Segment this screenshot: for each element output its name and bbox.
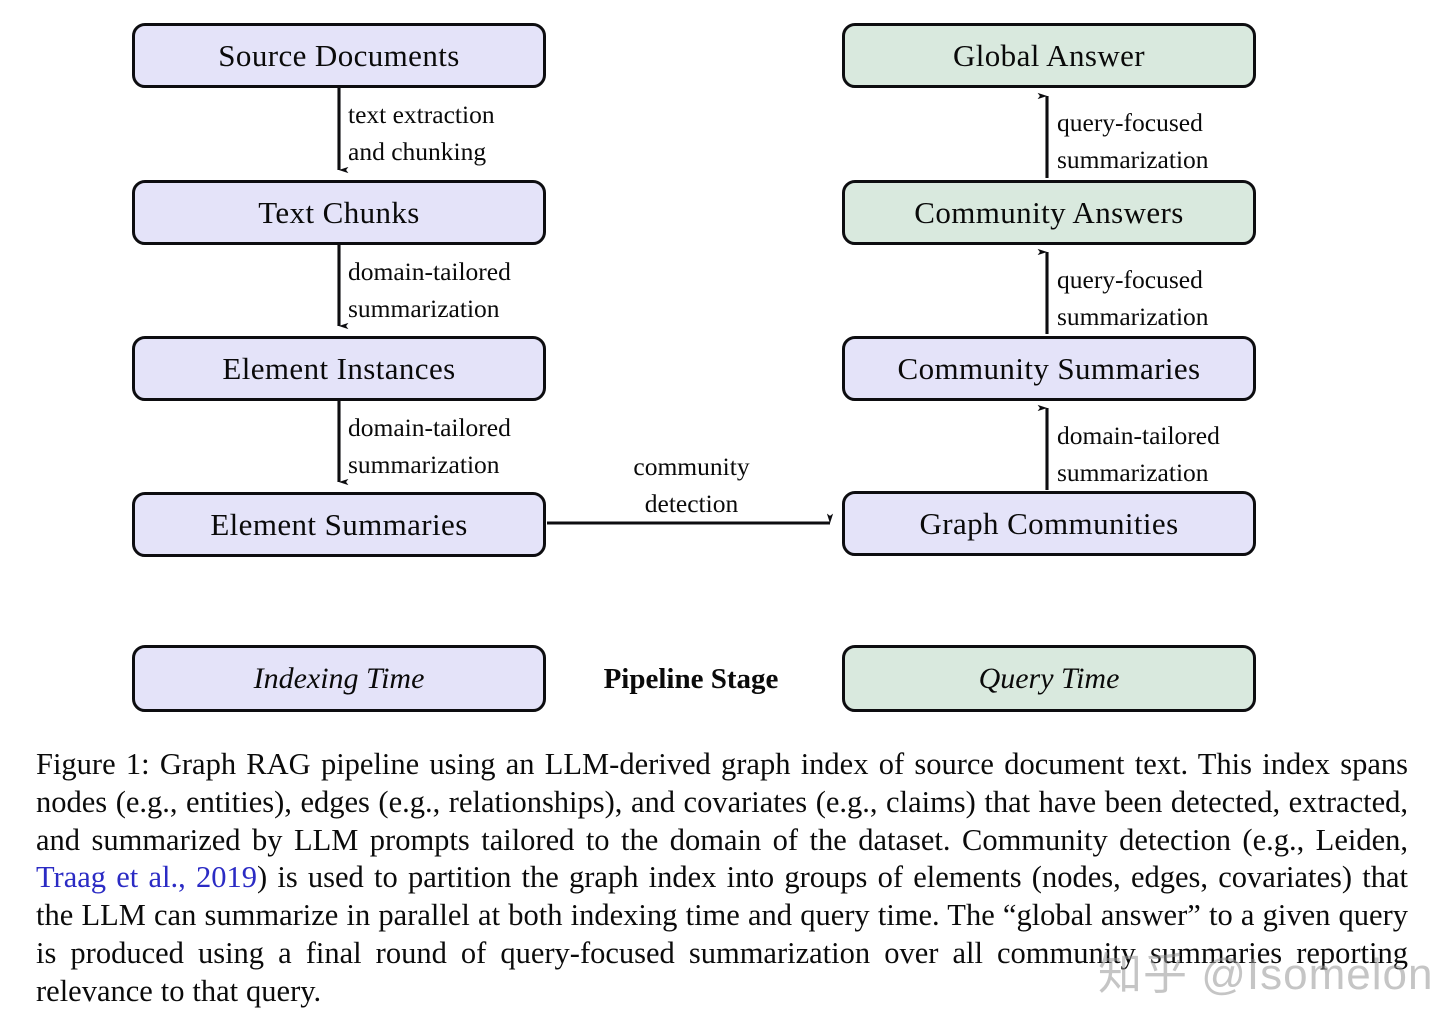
edge-label-line2: and chunking bbox=[348, 137, 487, 166]
caption-part2: ) is used to partition the graph index i… bbox=[36, 860, 1408, 1008]
citation-link-traag[interactable]: Traag et al., 2019 bbox=[36, 860, 257, 895]
edge-label-line2: summarization bbox=[1057, 145, 1209, 174]
node-label: Community Summaries bbox=[897, 351, 1201, 386]
edge-label-line2: summarization bbox=[348, 450, 500, 479]
edge-label-domain-tailored-1: domain-tailored summarization bbox=[348, 253, 511, 327]
node-label: Element Instances bbox=[222, 351, 456, 386]
caption-prefix: Figure 1: bbox=[36, 747, 150, 781]
legend-pipeline-stage-title: Pipeline Stage bbox=[603, 663, 779, 695]
pipeline-diagram: Source Documents Text Chunks Element Ins… bbox=[132, 23, 1256, 712]
node-label: Text Chunks bbox=[258, 195, 420, 230]
edge-label-community-detection: community detection bbox=[589, 448, 794, 522]
node-label: Community Answers bbox=[914, 195, 1184, 230]
edge-label-domain-tailored-3: domain-tailored summarization bbox=[1057, 417, 1220, 491]
node-global-answer[interactable]: Global Answer bbox=[842, 23, 1256, 88]
edge-label-line1: domain-tailored bbox=[348, 257, 511, 286]
node-label: Element Summaries bbox=[210, 507, 468, 542]
caption-part1: Graph RAG pipeline using an LLM-derived … bbox=[36, 747, 1409, 857]
node-element-instances[interactable]: Element Instances bbox=[132, 336, 546, 401]
edge-label-query-focused-1: query-focused summarization bbox=[1057, 261, 1209, 335]
edge-label-line1: domain-tailored bbox=[348, 413, 511, 442]
node-community-summaries[interactable]: Community Summaries bbox=[842, 336, 1256, 401]
legend-query-time[interactable]: Query Time bbox=[842, 645, 1256, 712]
edge-label-line2: summarization bbox=[1057, 302, 1209, 331]
edge-label-text-extraction: text extraction and chunking bbox=[348, 96, 495, 170]
edge-label-line2: summarization bbox=[1057, 458, 1209, 487]
edge-label-query-focused-2: query-focused summarization bbox=[1057, 104, 1209, 178]
edge-label-line1: query-focused bbox=[1057, 265, 1203, 294]
figure-caption: Figure 1: Graph RAG pipeline using an LL… bbox=[36, 746, 1408, 1011]
legend-indexing-time[interactable]: Indexing Time bbox=[132, 645, 546, 712]
edge-label-line1: text extraction bbox=[348, 100, 495, 129]
edge-label-line1: community bbox=[633, 452, 750, 481]
legend-label: Indexing Time bbox=[253, 661, 425, 695]
edge-label-line1: query-focused bbox=[1057, 108, 1203, 137]
node-source-documents[interactable]: Source Documents bbox=[132, 23, 546, 88]
edge-label-line2: detection bbox=[644, 489, 739, 518]
node-label: Source Documents bbox=[218, 38, 460, 73]
legend-label: Query Time bbox=[978, 661, 1120, 695]
edge-label-line1: domain-tailored bbox=[1057, 421, 1220, 450]
node-text-chunks[interactable]: Text Chunks bbox=[132, 180, 546, 245]
node-label: Global Answer bbox=[952, 38, 1146, 73]
node-label: Graph Communities bbox=[919, 506, 1179, 541]
node-community-answers[interactable]: Community Answers bbox=[842, 180, 1256, 245]
edge-label-line2: summarization bbox=[348, 294, 500, 323]
node-element-summaries[interactable]: Element Summaries bbox=[132, 492, 546, 557]
node-graph-communities[interactable]: Graph Communities bbox=[842, 491, 1256, 556]
edge-label-domain-tailored-2: domain-tailored summarization bbox=[348, 409, 511, 483]
